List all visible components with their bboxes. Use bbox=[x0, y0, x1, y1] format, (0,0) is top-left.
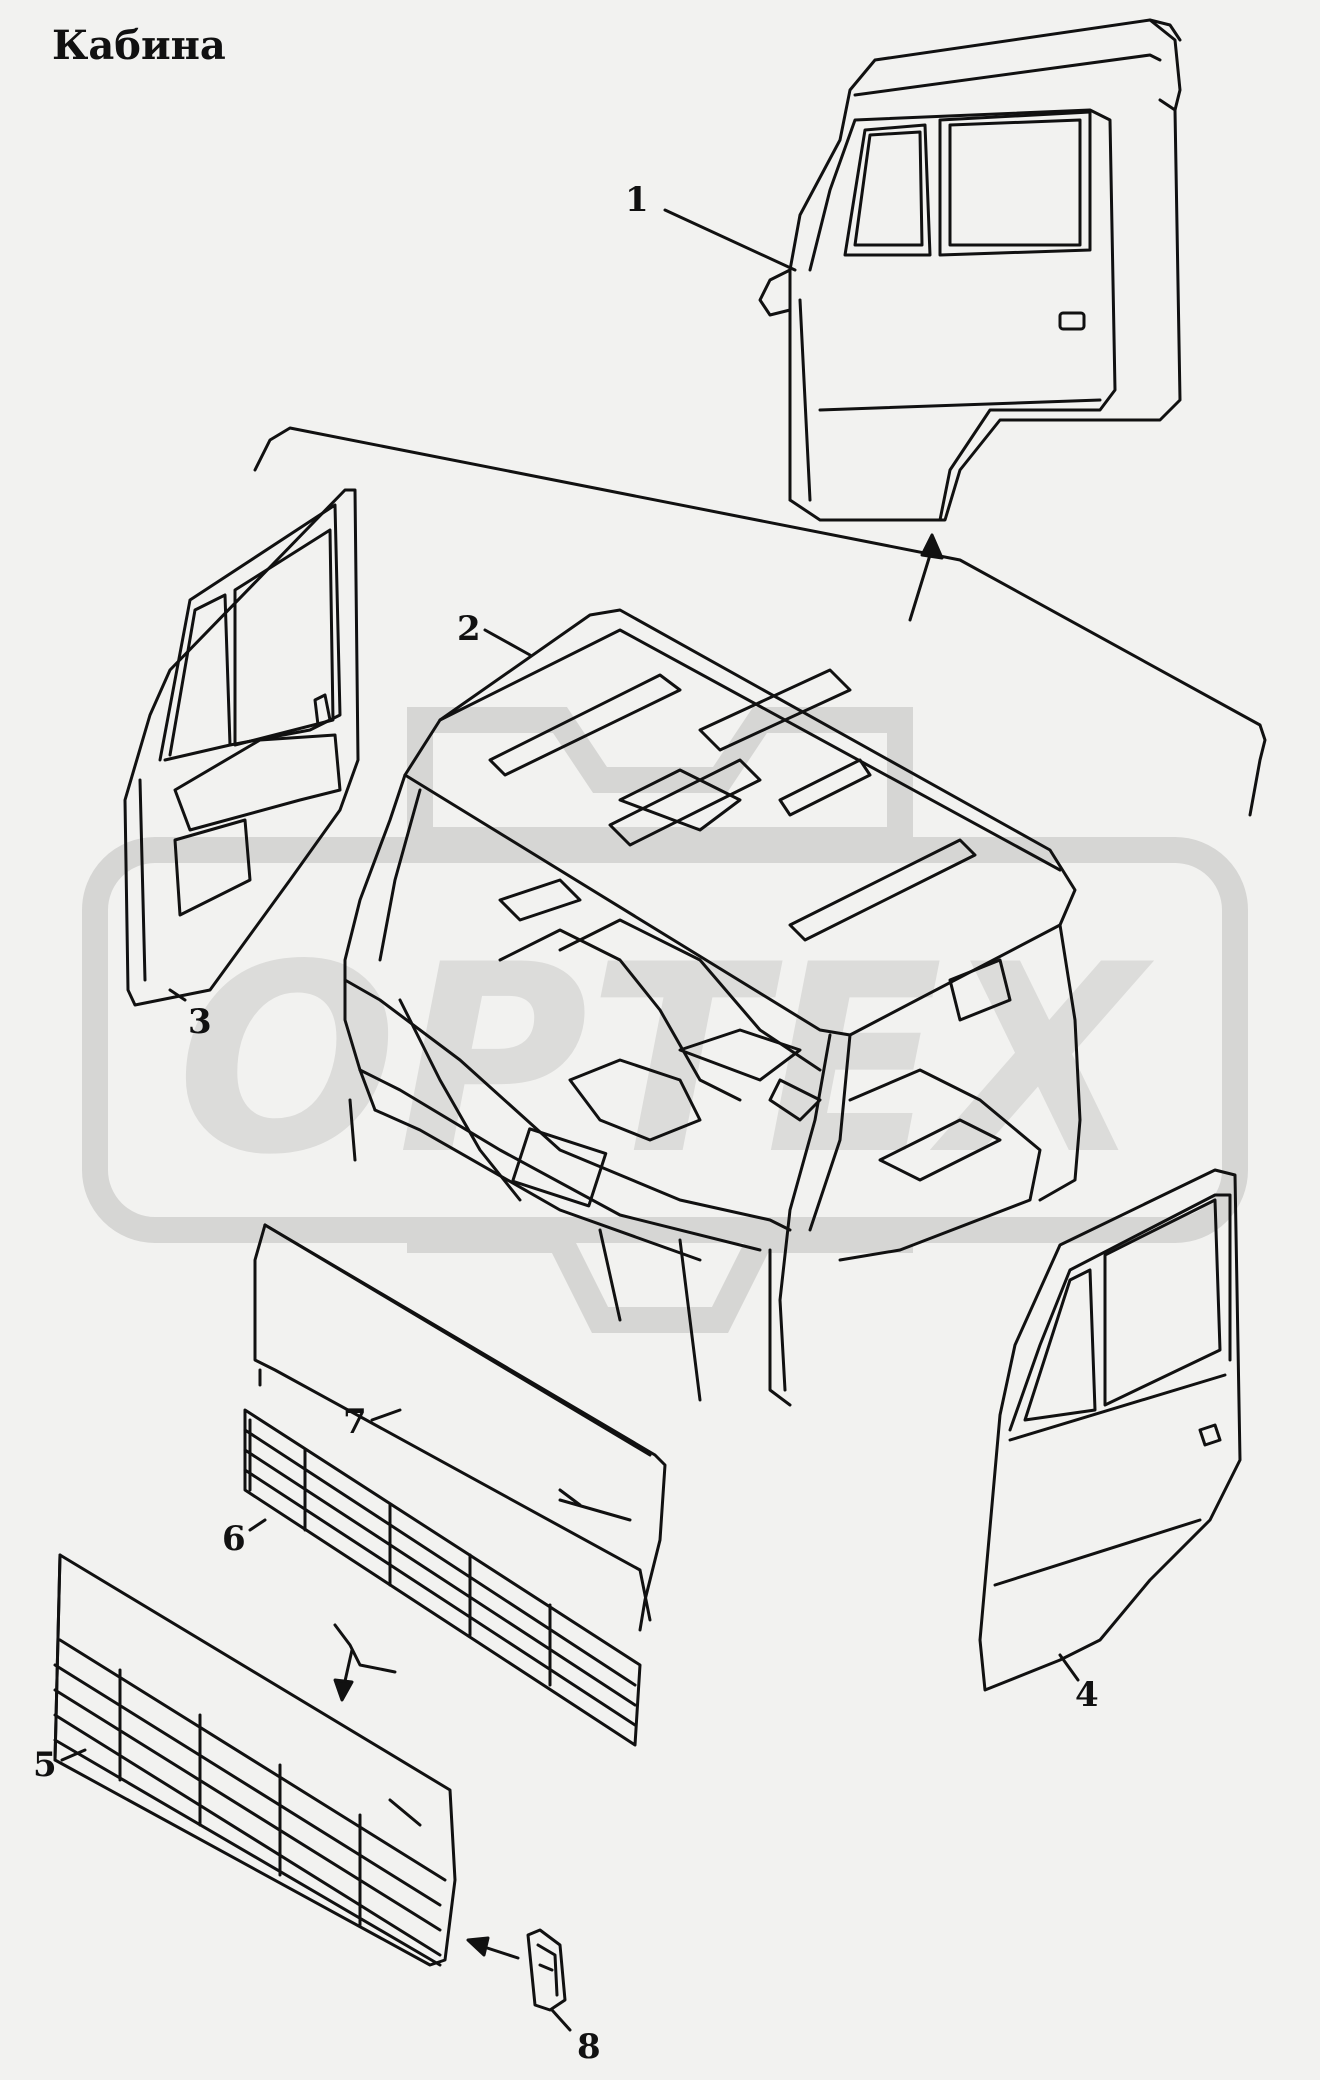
leader-5 bbox=[60, 1748, 87, 1762]
right-door-drawing bbox=[978, 1168, 1242, 1692]
leader-2 bbox=[483, 628, 532, 657]
radiator-grille-drawing bbox=[243, 1408, 642, 1747]
group-bracket bbox=[253, 426, 1267, 817]
cab-assembly-drawing bbox=[758, 18, 1182, 522]
front-panel-grille-drawing bbox=[53, 1553, 457, 1967]
part-label-8: 8 bbox=[577, 2027, 601, 2067]
leader-6 bbox=[248, 1518, 267, 1532]
part-label-1: 1 bbox=[625, 180, 649, 220]
leader-8 bbox=[550, 2008, 572, 2032]
part-label-7: 7 bbox=[343, 1402, 367, 1442]
assembly-arrow-2-line bbox=[333, 1623, 397, 1674]
watermark-text: ОРТЕХ bbox=[176, 910, 1154, 1212]
page-title: Кабина bbox=[52, 22, 226, 69]
watermark-gear-top bbox=[407, 707, 913, 853]
part-label-3: 3 bbox=[188, 1002, 212, 1042]
watermark-gear-bottom bbox=[407, 1217, 913, 1333]
part-label-2: 2 bbox=[457, 609, 481, 649]
leader-7 bbox=[370, 1408, 402, 1422]
part-label-5: 5 bbox=[33, 1745, 57, 1785]
part-label-6: 6 bbox=[222, 1519, 246, 1559]
assembly-arrow-2-head bbox=[333, 1678, 354, 1702]
leader-3 bbox=[168, 988, 187, 1002]
left-door-drawing bbox=[123, 488, 360, 1007]
bracket-drawing bbox=[526, 1928, 567, 2012]
assembly-arrow-head bbox=[920, 533, 944, 560]
cab-body-frame-drawing bbox=[343, 608, 1082, 1407]
leader-1 bbox=[663, 208, 797, 272]
assembly-arrow-3-head bbox=[466, 1936, 490, 1957]
leader-4 bbox=[1058, 1653, 1080, 1682]
part-label-4: 4 bbox=[1075, 1675, 1099, 1715]
assembly-arrow-line bbox=[908, 553, 932, 622]
front-panel-drawing bbox=[253, 1223, 667, 1632]
